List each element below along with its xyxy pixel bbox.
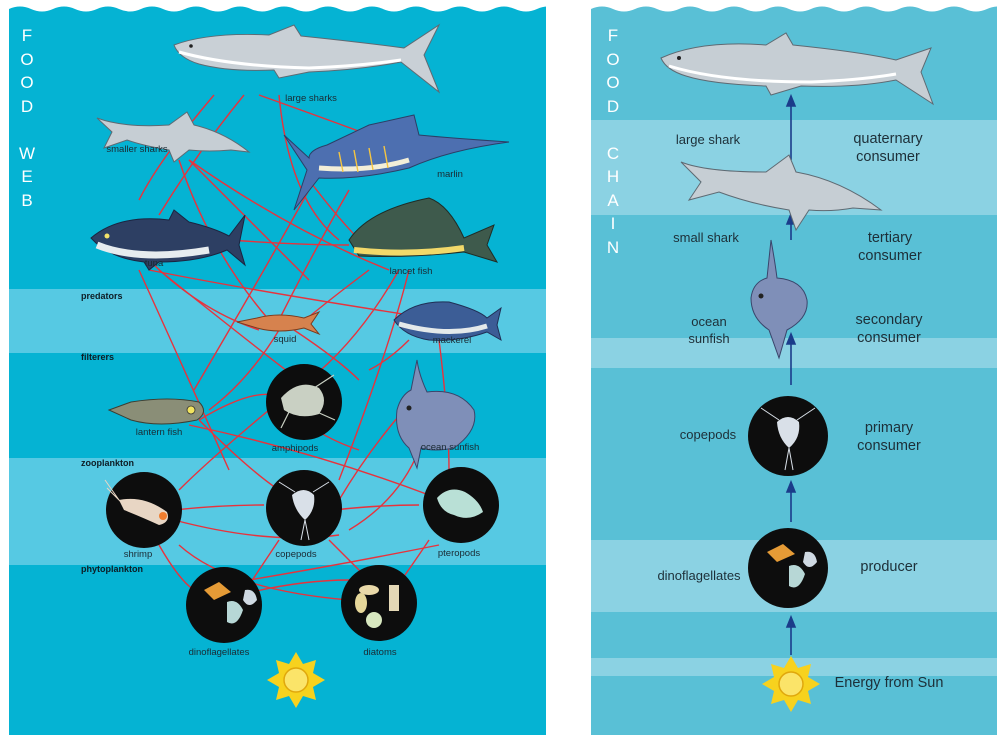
level-predators: predators xyxy=(81,291,123,301)
chain-ocean-sunfish-icon xyxy=(750,239,808,360)
chain-dinoflagellates-icon xyxy=(748,528,828,608)
label-ocean-sunfish: ocean sunfish xyxy=(420,442,480,453)
chain-role-primary: primary consumer xyxy=(857,420,921,454)
chain-role-tertiary: tertiary consumer xyxy=(858,230,922,264)
pteropods-icon xyxy=(423,467,499,543)
chain-organism-dinoflagellates: dinoflagellates xyxy=(657,568,741,583)
chain-role-producer: producer xyxy=(860,559,918,575)
chain-large-shark-icon xyxy=(660,32,935,106)
mackerel-icon xyxy=(393,301,502,342)
chain-role-secondary: secondary consumer xyxy=(855,312,923,346)
energy-from-sun-label: Energy from Sun xyxy=(834,675,944,691)
label-smaller-sharks: smaller sharks xyxy=(106,144,168,155)
chain-organism-small-shark: small shark xyxy=(673,230,739,245)
food-web-panel: F O O D W E B predators filterers zoopla… xyxy=(9,0,546,735)
label-lancet-fish: lancet fish xyxy=(389,266,433,277)
food-web-lines xyxy=(90,23,510,708)
label-tuna: tuna xyxy=(144,258,164,269)
shrimp-icon xyxy=(104,472,182,548)
copepods-icon xyxy=(266,470,342,546)
label-amphipods: amphipods xyxy=(271,443,319,454)
chain-copepods-icon xyxy=(748,396,828,476)
sun-icon xyxy=(267,652,325,708)
label-mackerel: mackerel xyxy=(432,335,472,346)
label-lantern-fish: lantern fish xyxy=(135,427,183,438)
label-dinoflagellates: dinoflagellates xyxy=(188,647,250,658)
water-surface-waves xyxy=(9,0,997,12)
chain-organism-ocean-sunfish: ocean sunfish xyxy=(688,314,730,346)
ocean-sunfish-icon xyxy=(396,359,476,470)
diatoms-icon xyxy=(341,565,417,641)
marlin-icon xyxy=(283,114,510,211)
chain-organism-large-shark: large shark xyxy=(675,132,741,147)
smaller-shark-icon xyxy=(96,111,251,163)
level-zooplankton: zooplankton xyxy=(81,458,134,468)
chain-arrows xyxy=(785,93,797,655)
label-shrimp: shrimp xyxy=(123,549,153,560)
tuna-icon xyxy=(90,209,246,271)
label-large-sharks: large sharks xyxy=(285,93,337,104)
large-shark-icon xyxy=(173,23,441,94)
label-squid: squid xyxy=(273,334,297,345)
food-chain-graphics xyxy=(660,32,935,712)
level-phytoplankton: phytoplankton xyxy=(81,564,143,574)
label-pteropods: pteropods xyxy=(437,548,481,559)
lancet-fish-icon xyxy=(348,197,499,263)
chain-sun-icon xyxy=(762,656,820,712)
amphipods-icon xyxy=(266,364,342,440)
label-copepods: copepods xyxy=(275,549,317,560)
dinoflagellates-icon xyxy=(186,567,262,643)
chain-organism-copepods: copepods xyxy=(679,427,737,442)
lantern-fish-icon xyxy=(107,398,204,425)
food-chain-title: F O O D C H A I N xyxy=(606,26,620,257)
chain-role-quaternary: quaternary consumer xyxy=(853,131,923,165)
food-chain-panel: F O O D C H A I N large shark quaternary… xyxy=(591,0,997,735)
label-diatoms: diatoms xyxy=(363,647,397,658)
squid-icon xyxy=(236,310,321,336)
level-filterers: filterers xyxy=(81,352,115,362)
food-web-title: F O O D W E B xyxy=(18,26,36,210)
chain-small-shark-icon xyxy=(680,154,883,232)
label-marlin: marlin xyxy=(437,169,463,180)
